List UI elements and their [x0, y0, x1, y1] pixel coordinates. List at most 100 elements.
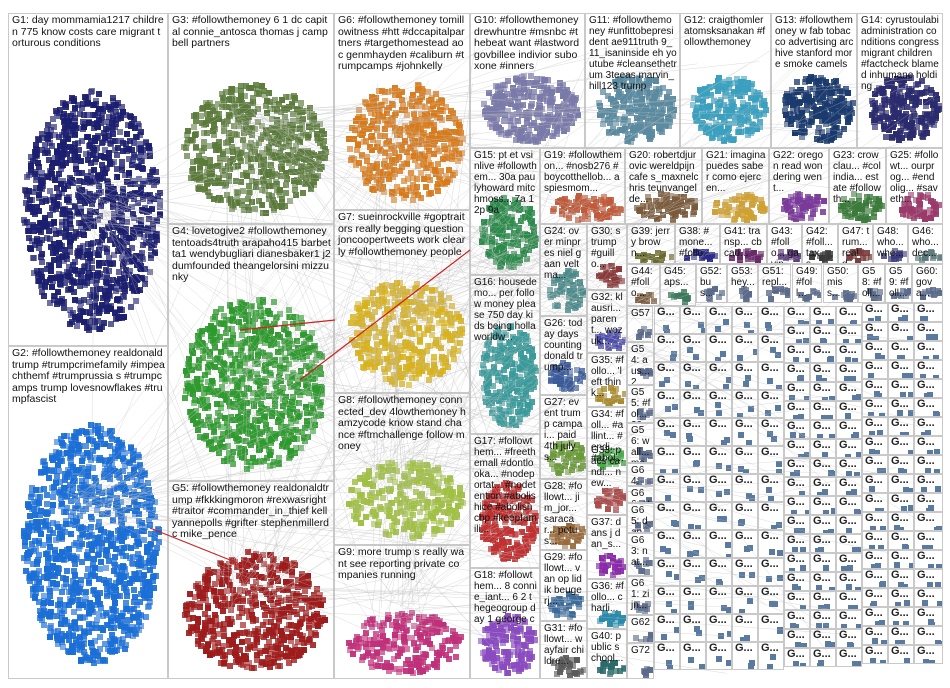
graph-node	[114, 152, 120, 158]
graph-node	[65, 183, 71, 189]
graph-node	[83, 589, 89, 595]
graph-node	[149, 206, 155, 212]
graph-node	[115, 225, 121, 231]
graph-node	[126, 251, 132, 257]
graph-node	[26, 188, 32, 194]
graph-node	[76, 211, 82, 217]
graph-node	[75, 192, 81, 198]
graph-node	[100, 108, 106, 114]
graph-node	[46, 475, 52, 481]
graph-node	[124, 131, 130, 137]
graph-node	[146, 239, 152, 245]
graph-node	[48, 600, 54, 606]
graph-node	[64, 197, 70, 203]
graph-node	[117, 129, 123, 135]
graph-node	[90, 313, 96, 319]
graph-node	[96, 260, 102, 266]
graph-node	[78, 577, 84, 583]
graph-node	[55, 565, 61, 571]
graph-node	[27, 513, 33, 519]
graph-node	[72, 131, 78, 137]
graph-node	[108, 107, 114, 113]
graph-node	[131, 587, 137, 593]
graph-node	[47, 188, 53, 194]
graph-node	[117, 212, 123, 218]
graph-node	[131, 215, 137, 221]
graph-node	[64, 505, 70, 511]
graph-node	[151, 182, 157, 188]
graph-node	[110, 192, 116, 198]
graph-node	[86, 578, 92, 584]
graph-node	[111, 560, 117, 566]
graph-node	[101, 154, 107, 160]
graph-node	[103, 565, 109, 571]
graph-node	[119, 255, 125, 261]
graph-node	[68, 460, 74, 466]
graph-node	[120, 263, 126, 269]
graph-node	[97, 326, 103, 332]
graph-node	[110, 98, 116, 104]
graph-node	[24, 552, 30, 558]
graph-node	[136, 163, 142, 169]
graph-node	[55, 154, 61, 160]
graph-node	[28, 246, 34, 252]
graph-node	[99, 302, 105, 308]
graph-node	[87, 255, 93, 261]
graph-node	[127, 138, 133, 144]
graph-node	[138, 217, 144, 223]
graph-node	[77, 615, 83, 621]
graph-node	[154, 218, 160, 224]
graph-node	[97, 634, 103, 640]
graph-node	[73, 268, 79, 274]
graph-node	[80, 254, 86, 260]
graph-node	[105, 474, 111, 480]
graph-node	[55, 289, 61, 295]
graph-node	[118, 519, 124, 525]
graph-node	[81, 319, 87, 325]
graph-node	[87, 211, 93, 217]
graph-node	[94, 444, 100, 450]
graph-node	[121, 271, 127, 277]
graph-node	[129, 162, 135, 168]
graph-node	[138, 223, 144, 229]
graph-node	[111, 252, 117, 258]
graph-node	[96, 117, 102, 123]
graph-node	[133, 492, 139, 498]
graph-node	[28, 169, 34, 175]
graph-node	[70, 111, 76, 117]
graph-node	[69, 213, 75, 219]
graph-node	[63, 219, 69, 225]
graph-node	[113, 240, 119, 246]
graph-node	[59, 501, 65, 507]
graph-node	[141, 537, 147, 543]
graph-node	[71, 98, 77, 104]
graph-node	[39, 289, 45, 295]
graph-node	[56, 256, 62, 262]
graph-node	[116, 248, 122, 254]
graph-node	[137, 287, 143, 293]
graph-node	[102, 170, 108, 176]
graph-node	[157, 204, 163, 210]
graph-node	[54, 274, 60, 280]
graph-node	[86, 299, 92, 305]
graph-node	[96, 91, 102, 97]
graph-node	[122, 203, 128, 209]
graph-node	[89, 606, 95, 612]
graph-node	[118, 513, 124, 519]
graph-node	[47, 140, 53, 146]
graph-node	[48, 263, 54, 269]
graph-node	[101, 320, 107, 326]
graph-node	[65, 136, 71, 142]
graph-node	[66, 637, 72, 643]
graph-node	[148, 512, 154, 518]
graph-node	[49, 284, 55, 290]
graph-node	[69, 148, 75, 154]
graph-node	[114, 166, 120, 172]
graph-node	[131, 288, 137, 294]
graph-node	[75, 140, 81, 146]
graph-node	[95, 252, 101, 258]
graph-node	[95, 217, 101, 223]
graph-node	[112, 600, 118, 606]
graph-node	[100, 627, 106, 633]
graph-node	[56, 194, 62, 200]
